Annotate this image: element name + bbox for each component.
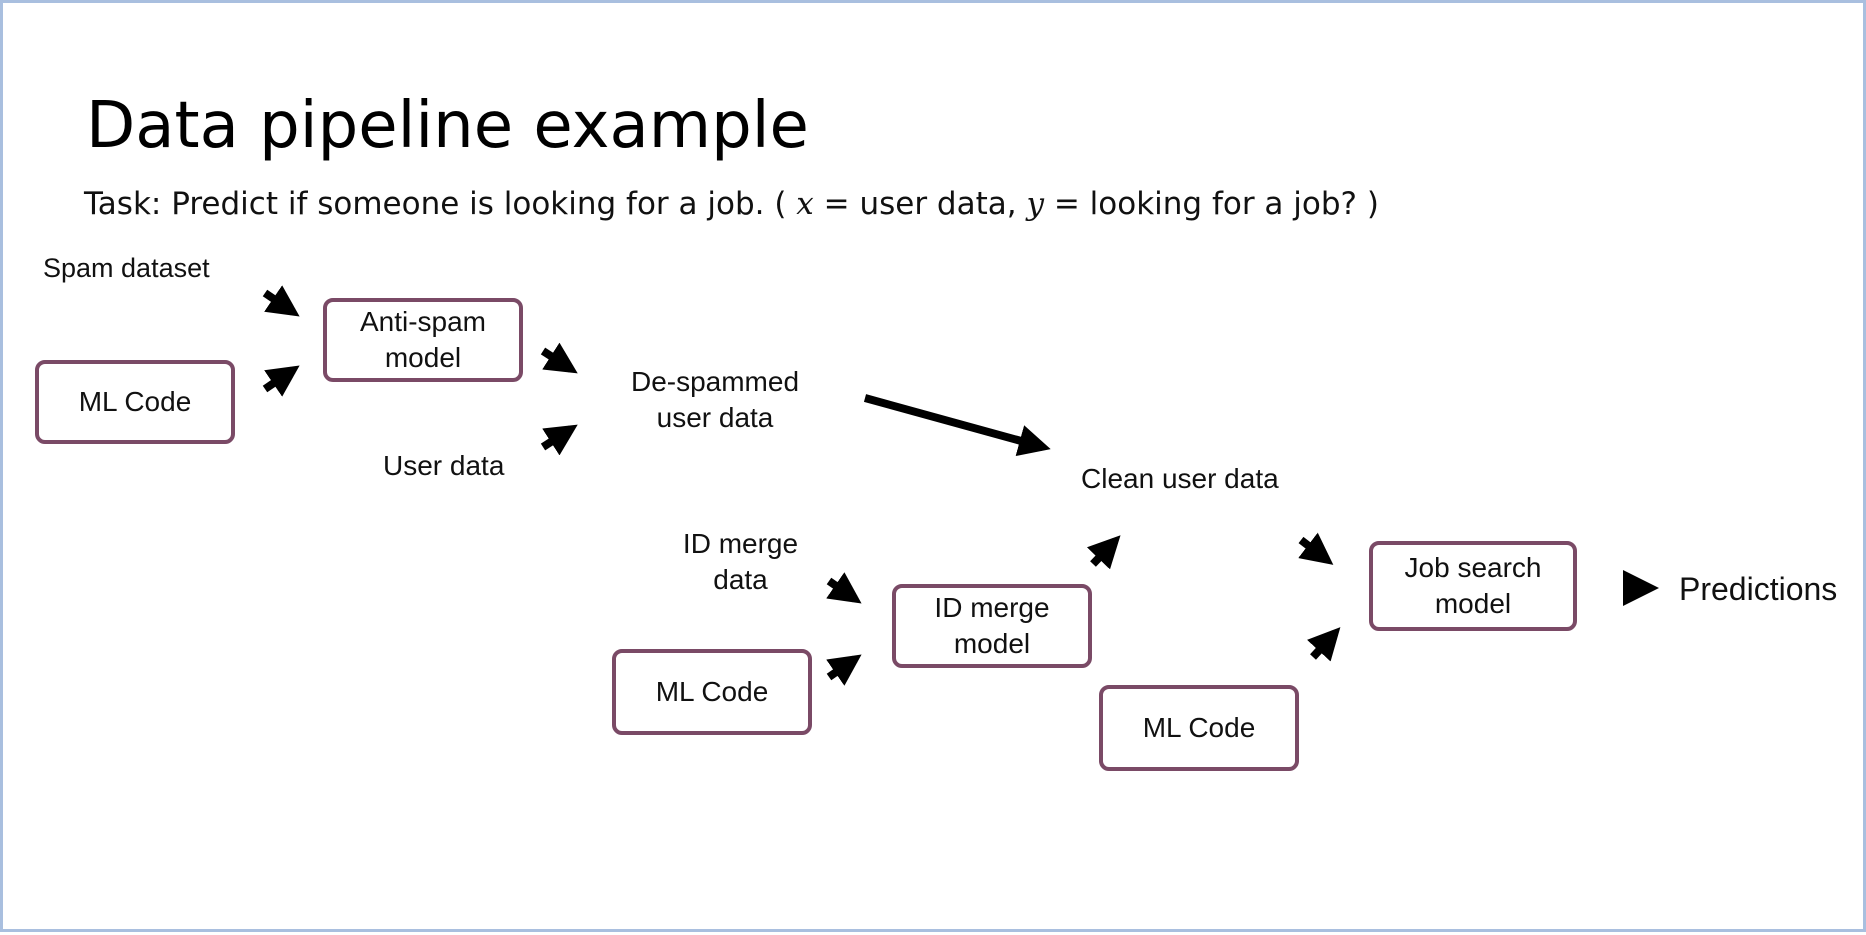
arrow-anti-spam-to-despammed xyxy=(540,342,578,374)
task-x-definition: = user data, xyxy=(813,186,1027,222)
task-y-variable: y xyxy=(1026,186,1044,222)
task-x-variable: x xyxy=(796,186,814,222)
arrow-despammed-to-clean xyxy=(863,394,1051,457)
arrow-spam-dataset-to-anti-spam xyxy=(262,285,300,317)
node-ml-code-3: ML Code xyxy=(1099,685,1299,771)
node-predictions: Predictions xyxy=(1679,571,1838,607)
arrows-layer xyxy=(262,285,1659,686)
node-id-merge-model-label: ID merge model xyxy=(934,591,1050,659)
arrow-id-merge-data-to-model xyxy=(826,572,862,604)
task-y-definition: = looking for a job? ) xyxy=(1043,186,1379,222)
page-title: Data pipeline example xyxy=(86,89,809,163)
node-ml-code-3-label: ML Code xyxy=(1142,711,1256,743)
node-ml-code-2: ML Code xyxy=(612,649,812,735)
node-ml-code-2-label: ML Code xyxy=(655,675,769,707)
arrow-ml-code-3-to-job-search xyxy=(1306,627,1341,662)
node-clean-user-data: Clean user data xyxy=(1081,463,1279,494)
arrow-ml-code-1-to-anti-spam xyxy=(262,365,300,397)
node-despammed-user-data: De-spammed user data xyxy=(630,366,800,434)
task-description: Task: Predict if someone is looking for … xyxy=(84,186,1379,222)
node-anti-spam-model-label: Anti-spam model xyxy=(359,305,487,373)
node-job-search-model-label: Job search model xyxy=(1404,551,1542,619)
node-spam-dataset: Spam dataset xyxy=(43,253,210,283)
node-id-merge-model: ID merge model xyxy=(892,584,1092,668)
node-job-search-model: Job search model xyxy=(1369,541,1577,631)
arrow-user-data-to-despammed xyxy=(540,424,578,456)
node-user-data: User data xyxy=(383,450,505,481)
arrow-id-merge-model-to-clean xyxy=(1086,535,1121,570)
task-prefix: Task: Predict if someone is looking for … xyxy=(84,186,797,222)
node-ml-code-1-label: ML Code xyxy=(78,385,192,417)
arrow-clean-to-job-search xyxy=(1298,532,1334,565)
node-ml-code-1: ML Code xyxy=(35,360,235,444)
node-anti-spam-model: Anti-spam model xyxy=(323,298,523,382)
node-id-merge-data: ID merge data xyxy=(682,528,799,596)
arrow-ml-code-2-to-id-merge-model xyxy=(826,654,862,686)
